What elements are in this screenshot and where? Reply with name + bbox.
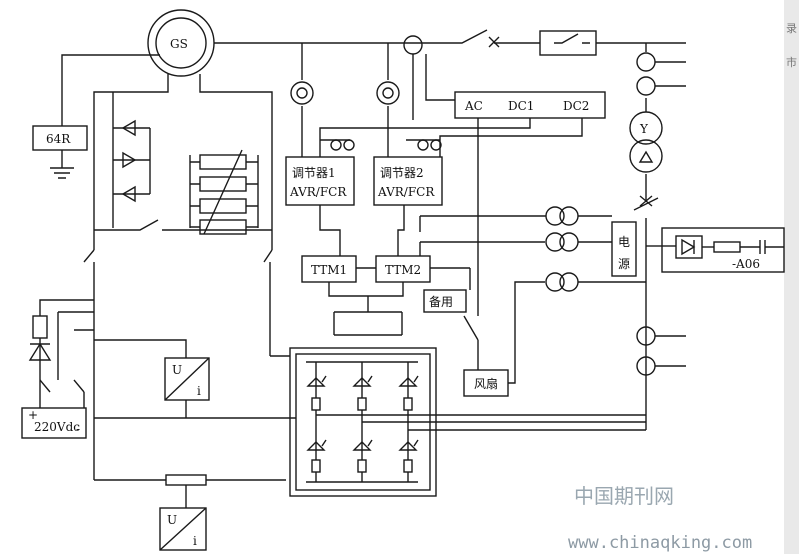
supply-ac: AC <box>464 99 483 113</box>
ground-fault-relay-64r: 64R <box>32 125 88 151</box>
dc-resistor <box>32 315 48 339</box>
power-supply-box: 电 源 <box>611 221 637 277</box>
transducer1-i: i <box>197 384 201 398</box>
ct-regulator1 <box>290 81 314 105</box>
supply-dc2: DC2 <box>563 99 589 113</box>
isolation-transformers <box>545 206 579 292</box>
transducer1-u: U <box>172 363 182 377</box>
edge-mark-mid: 市 <box>786 55 797 69</box>
generator-gs: GS <box>147 9 215 77</box>
transformer-y-label: Y <box>639 122 649 136</box>
right-cts <box>636 52 686 96</box>
power-supply-line1: 电 <box>618 235 630 249</box>
transducer-ui-1: U i <box>164 357 210 401</box>
auxiliary-supply-box: AC DC1 DC2 <box>454 91 606 119</box>
generator-label: GS <box>170 37 188 51</box>
nonlinear-resistors <box>189 149 259 235</box>
regulator2-line2: AVR/FCR <box>377 185 435 199</box>
dc-supply-220v: + 220Vdc - <box>21 407 87 439</box>
dc-diode <box>28 342 52 361</box>
svg-text:+: + <box>28 408 38 422</box>
fan-box: 风扇 <box>463 369 509 397</box>
a06-unit: -A06 <box>661 227 785 273</box>
a06-label: -A06 <box>732 257 760 271</box>
regulator2-line1: 调节器2 <box>380 166 424 180</box>
ttm1-label: TTM1 <box>311 263 347 277</box>
edge-mark-top: 录 <box>786 22 797 35</box>
ct-regulator2 <box>376 81 400 105</box>
dc-supply-label: 220Vdc <box>34 420 80 434</box>
standby-box: 备用 <box>423 289 467 313</box>
relay-64r-label: 64R <box>46 132 71 146</box>
crowbar-thyristors <box>112 92 151 228</box>
ttm2-label: TTM2 <box>385 263 421 277</box>
supply-dc1: DC1 <box>508 99 534 113</box>
shunt <box>165 474 207 486</box>
svg-text:-: - <box>76 422 80 436</box>
watermark-url: www.chinaqking.com <box>568 533 752 553</box>
ttm1: TTM1 <box>301 255 357 283</box>
watermark-cn: 中国期刊网 <box>574 484 674 508</box>
ct-bus <box>403 35 423 55</box>
transducer2-u: U <box>167 513 177 527</box>
fan-label: 风扇 <box>474 376 498 391</box>
regulator1-line2: AVR/FCR <box>289 185 347 199</box>
transducer-ui-2: U i <box>159 507 207 551</box>
regulator-1: 调节器1 AVR/FCR <box>285 156 355 206</box>
bottom-right-cts <box>636 326 686 376</box>
main-breaker <box>539 30 597 56</box>
ttm2: TTM2 <box>375 255 431 283</box>
power-supply-line2: 源 <box>618 257 630 271</box>
standby-label: 备用 <box>429 295 453 309</box>
regulator1-line1: 调节器1 <box>292 166 336 180</box>
regulator-2: 调节器2 AVR/FCR <box>373 156 443 206</box>
transducer2-i: i <box>193 534 197 548</box>
excitation-transformer: Y <box>629 111 663 173</box>
page-edge <box>784 0 799 554</box>
